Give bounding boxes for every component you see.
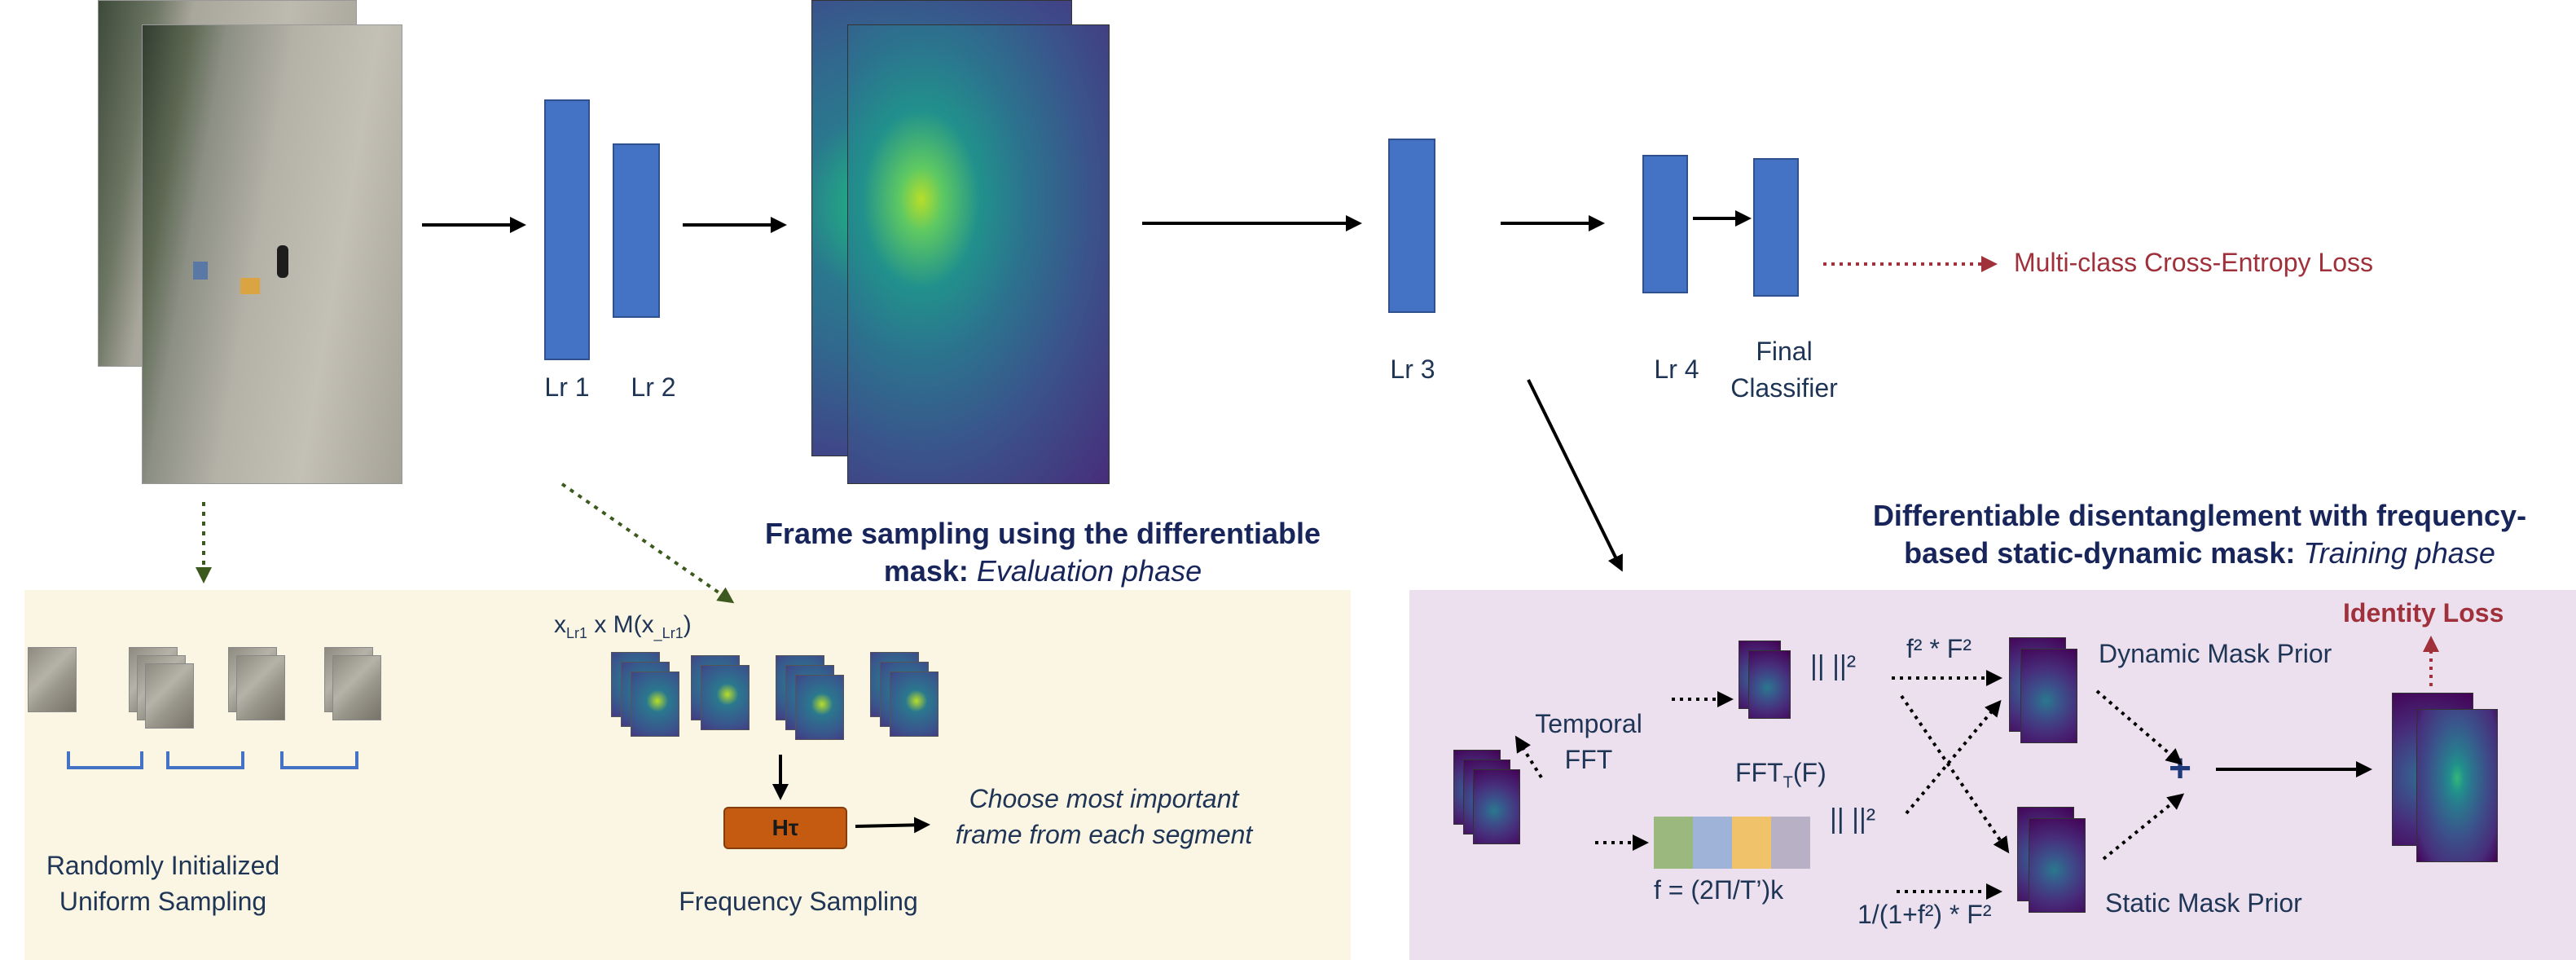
mask-formula-sub1: Lr1 xyxy=(566,625,588,641)
uniform-frame-stack xyxy=(28,647,77,712)
choose-frame-text-line1: Choose most important xyxy=(969,784,1239,813)
layer-lr1 xyxy=(544,99,590,360)
dynamic-weight-formula: f² * F² xyxy=(1906,634,1972,664)
luggage-item xyxy=(193,262,208,280)
input-frame-front xyxy=(142,24,402,484)
masked-frame-stack xyxy=(795,675,844,740)
uniform-frame-stack xyxy=(332,655,381,720)
evaluation-title-line1: Frame sampling using the differentiable xyxy=(764,517,1321,550)
training-title-line2-bold: based static-dynamic mask: xyxy=(1904,536,2296,570)
dynamic-weight-text: f² * F² xyxy=(1906,634,1972,663)
masked-frame-stack xyxy=(701,665,750,730)
person-figure xyxy=(277,245,288,278)
h-tau-label: Hτ xyxy=(771,815,799,840)
frequency-bin xyxy=(1693,817,1732,869)
temporal-fft-label-line1: Temporal xyxy=(1535,709,1642,738)
norm-squared-mid: || ||² xyxy=(1830,804,1876,834)
arrow-lr1-to-masked xyxy=(560,482,735,604)
arrow-cross-to-static xyxy=(1900,694,2010,854)
segment-bracket xyxy=(166,751,244,769)
mask-formula-suffix: ) xyxy=(683,611,692,638)
mask-formula-x: x xyxy=(554,611,566,638)
frequency-formula: f = (2Π/T’)k xyxy=(1654,875,1784,905)
arrow-lr3-to-training xyxy=(1527,379,1623,572)
identity-loss-label: Identity Loss xyxy=(2343,598,2504,628)
feature-map-front xyxy=(847,24,1110,484)
masked-frame-stack xyxy=(890,672,939,737)
fft-formula-base: FFT xyxy=(1735,758,1783,787)
frequency-bins xyxy=(1654,817,1810,869)
final-classifier-label-line1: Final xyxy=(1756,337,1813,366)
arrow-static-to-plus xyxy=(2102,793,2185,861)
uniform-sampling-label-line2: Uniform Sampling xyxy=(59,887,267,916)
arrow-dynamic-to-plus xyxy=(2095,689,2183,765)
fft-formula-sub: T xyxy=(1783,773,1793,792)
fft-formula-arg: (F) xyxy=(1792,758,1826,787)
layer-lr3 xyxy=(1388,139,1435,313)
evaluation-title-line2-bold: mask: xyxy=(883,554,969,588)
mask-formula-mid: x M(x xyxy=(587,611,654,638)
evaluation-phase-title: Frame sampling using the differentiable … xyxy=(717,515,1369,590)
arrow-clip-to-temporal xyxy=(1514,735,1543,779)
static-weight-formula: 1/(1+f²) * F² xyxy=(1857,900,1991,930)
training-title-line2-italic: Training phase xyxy=(2303,536,2495,570)
choose-frame-text-line2: frame from each segment xyxy=(955,820,1253,849)
training-phase-title: Differentiable disentanglement with freq… xyxy=(1833,497,2566,572)
layer-final-classifier xyxy=(1753,158,1799,297)
lr2-label: Lr 2 xyxy=(631,372,676,402)
final-classifier-label-line2: Classifier xyxy=(1730,373,1838,403)
amplitude-map-stack xyxy=(1748,650,1791,719)
uniform-frame-stack xyxy=(236,655,285,720)
layer-lr2 xyxy=(613,143,660,318)
lr4-label: Lr 4 xyxy=(1654,354,1699,384)
frequency-sampling-label: Frequency Sampling xyxy=(679,887,918,916)
uniform-frame-stack xyxy=(145,663,194,729)
dynamic-mask-stack xyxy=(2020,649,2077,743)
norm-squared-top: || ||² xyxy=(1810,650,1857,681)
mask-formula: xLr1 x M(x_Lr1) xyxy=(554,611,692,642)
cross-entropy-loss-label: Multi-class Cross-Entropy Loss xyxy=(2014,248,2373,277)
uniform-sampling-label-line1: Randomly Initialized xyxy=(46,851,280,880)
static-weight-text: 1/(1+f²) * F² xyxy=(1857,900,1992,929)
output-mask-stack xyxy=(2416,709,2498,862)
layer-lr4 xyxy=(1642,155,1688,293)
dynamic-mask-prior-label: Dynamic Mask Prior xyxy=(2099,639,2332,668)
training-title-line1: Differentiable disentanglement with freq… xyxy=(1872,499,2527,532)
masked-frame-stack xyxy=(631,672,679,737)
input-clip-stack xyxy=(1473,769,1520,844)
static-mask-prior-label: Static Mask Prior xyxy=(2105,888,2302,918)
h-tau-block: Hτ xyxy=(723,807,847,849)
frequency-bin xyxy=(1654,817,1693,869)
lr3-label: Lr 3 xyxy=(1390,354,1435,384)
fft-formula: FFTT(F) xyxy=(1735,758,1826,792)
evaluation-title-line2-italic: Evaluation phase xyxy=(976,554,1202,588)
static-mask-stack xyxy=(2029,818,2086,913)
arrow-htau-to-choose xyxy=(855,817,930,834)
frequency-bin xyxy=(1771,817,1810,869)
frequency-bin xyxy=(1732,817,1771,869)
segment-bracket xyxy=(67,751,143,769)
mask-formula-sub2: _Lr1 xyxy=(653,625,684,641)
arrow-cross-to-dynamic xyxy=(1905,699,2002,815)
lr1-label: Lr 1 xyxy=(544,372,590,402)
temporal-fft-label-line2: FFT xyxy=(1564,745,1613,774)
segment-bracket xyxy=(280,751,358,769)
luggage-item xyxy=(240,278,260,294)
